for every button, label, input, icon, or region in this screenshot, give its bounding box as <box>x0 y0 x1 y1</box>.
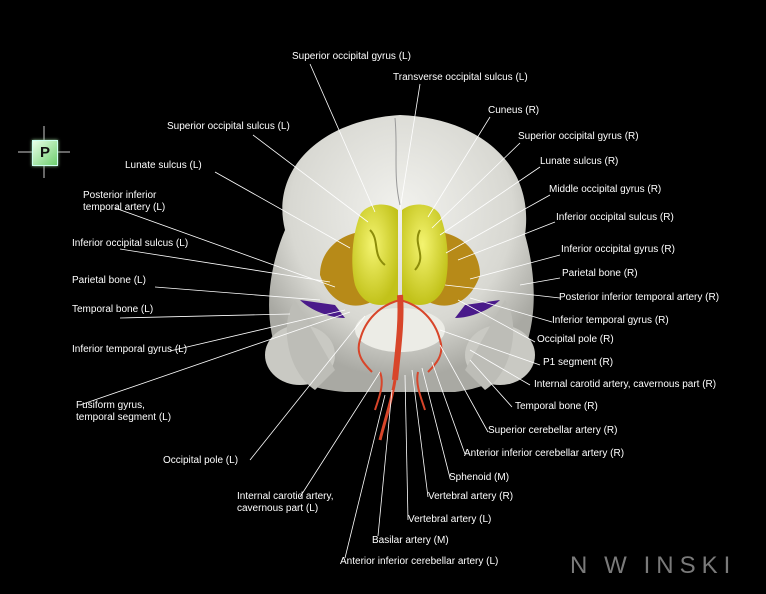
label-basilar-artery: Basilar artery (M) <box>372 535 449 546</box>
label-anterior-inferior-cerebellar-artery-r: Anterior inferior cerebellar artery (R) <box>464 448 625 459</box>
label-occipital-pole-l: Occipital pole (L) <box>163 455 239 466</box>
label-temporal-bone-r: Temporal bone (R) <box>515 401 598 412</box>
label-cuneus-r: Cuneus (R) <box>488 105 540 116</box>
label-internal-carotid-artery-r: Internal carotid artery, cavernous part … <box>534 379 717 390</box>
label-internal-carotid-artery-l: Internal carotid artery, cavernous part … <box>237 491 334 514</box>
orientation-indicator: P <box>18 126 70 178</box>
label-transverse-occipital-sulcus-l: Transverse occipital sulcus (L) <box>393 72 528 83</box>
orientation-letter: P <box>32 140 58 166</box>
label-inferior-temporal-gyrus-l: Inferior temporal gyrus (L) <box>72 344 188 355</box>
label-inferior-temporal-gyrus-r: Inferior temporal gyrus (R) <box>552 315 669 326</box>
label-inferior-occipital-gyrus-r: Inferior occipital gyrus (R) <box>561 244 675 255</box>
label-anterior-inferior-cerebellar-artery-l: Anterior inferior cerebellar artery (L) <box>340 556 499 567</box>
label-temporal-bone-l: Temporal bone (L) <box>72 304 154 315</box>
label-superior-occipital-sulcus-l: Superior occipital sulcus (L) <box>167 121 290 132</box>
label-parietal-bone-l: Parietal bone (L) <box>72 275 146 286</box>
brand-logo: N W INSKI <box>570 552 737 579</box>
label-posterior-inferior-temporal-artery-r: Posterior inferior temporal artery (R) <box>559 292 720 303</box>
label-lunate-sulcus-l: Lunate sulcus (L) <box>125 160 202 171</box>
label-fusiform-gyrus-l: Fusiform gyrus, temporal segment (L) <box>76 400 172 423</box>
label-superior-occipital-gyrus-r: Superior occipital gyrus (R) <box>518 131 639 142</box>
label-middle-occipital-gyrus-r: Middle occipital gyrus (R) <box>549 184 662 195</box>
label-occipital-pole-r: Occipital pole (R) <box>537 334 614 345</box>
label-vertebral-artery-l: Vertebral artery (L) <box>408 514 492 525</box>
skull <box>265 115 535 392</box>
label-vertebral-artery-r: Vertebral artery (R) <box>428 491 514 502</box>
label-superior-occipital-gyrus-l: Superior occipital gyrus (L) <box>292 51 411 62</box>
label-superior-cerebellar-artery-r: Superior cerebellar artery (R) <box>488 425 618 436</box>
label-posterior-inferior-temporal-artery-l: Posterior inferior temporal artery (L) <box>83 190 166 213</box>
label-lunate-sulcus-r: Lunate sulcus (R) <box>540 156 619 167</box>
label-sphenoid: Sphenoid (M) <box>449 472 510 483</box>
label-inferior-occipital-sulcus-l: Inferior occipital sulcus (L) <box>72 238 189 249</box>
label-inferior-occipital-sulcus-r: Inferior occipital sulcus (R) <box>556 212 674 223</box>
label-parietal-bone-r: Parietal bone (R) <box>562 268 638 279</box>
leader-lines <box>79 63 561 559</box>
arteries <box>357 294 443 441</box>
label-p1-segment-r: P1 segment (R) <box>543 357 614 368</box>
occipital-lobe-model <box>300 204 500 352</box>
